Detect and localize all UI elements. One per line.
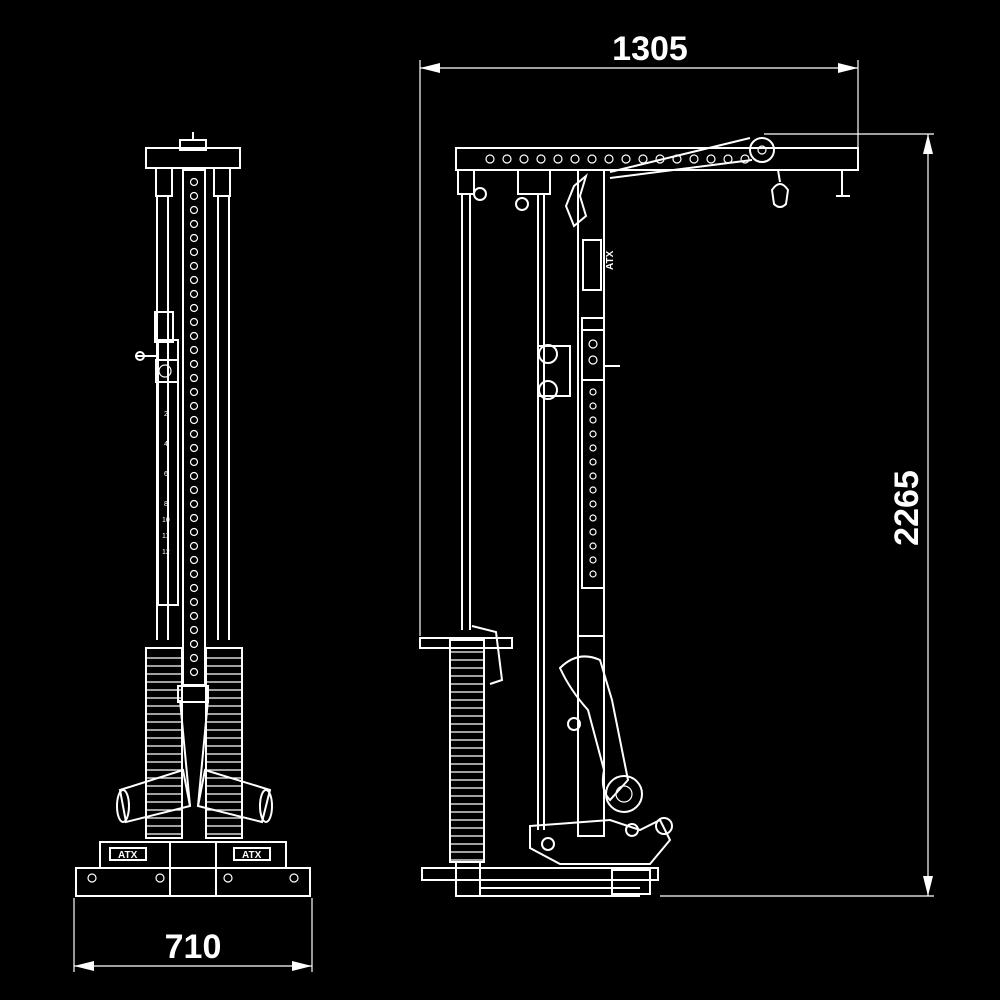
front-view: 2 4 6 8 10 11 12 ATX ATX bbox=[75, 132, 311, 897]
hole bbox=[638, 154, 648, 164]
pin-number: 4 bbox=[164, 441, 168, 448]
hole bbox=[189, 611, 199, 621]
hole bbox=[604, 154, 614, 164]
hole bbox=[589, 514, 597, 522]
hole bbox=[589, 388, 597, 396]
hole bbox=[536, 154, 546, 164]
dimension-label-width-front: 710 bbox=[165, 928, 222, 966]
hole bbox=[189, 205, 199, 215]
dimension-width-front: 710 bbox=[73, 898, 313, 972]
hole bbox=[589, 542, 597, 550]
hole bbox=[189, 387, 199, 397]
hole bbox=[189, 471, 199, 481]
front-logo-right: ATX bbox=[242, 850, 262, 861]
hole bbox=[189, 359, 199, 369]
hole bbox=[189, 247, 199, 257]
hole bbox=[589, 472, 597, 480]
hole bbox=[189, 597, 199, 607]
hole bbox=[189, 541, 199, 551]
hole bbox=[189, 303, 199, 313]
hole bbox=[189, 289, 199, 299]
side-pulley-carriage bbox=[537, 344, 571, 400]
dimension-height: 2265 bbox=[660, 133, 934, 897]
side-upright-holes bbox=[589, 388, 597, 578]
hole bbox=[589, 444, 597, 452]
top-beam-holes bbox=[485, 154, 750, 164]
side-weight-plates bbox=[450, 651, 484, 861]
hole bbox=[589, 430, 597, 438]
hole bbox=[189, 261, 199, 271]
pin-number: 2 bbox=[164, 411, 168, 418]
hole bbox=[189, 233, 199, 243]
hole bbox=[189, 583, 199, 593]
hole bbox=[189, 191, 199, 201]
pin-number: 10 bbox=[162, 517, 170, 524]
hole bbox=[189, 219, 199, 229]
hole bbox=[189, 275, 199, 285]
hole bbox=[519, 154, 529, 164]
hole bbox=[189, 653, 199, 663]
hole bbox=[553, 154, 563, 164]
hole bbox=[189, 667, 199, 677]
hole bbox=[189, 345, 199, 355]
side-logo: ATX bbox=[605, 250, 616, 270]
side-view: ATX bbox=[419, 137, 859, 897]
pin-number: 8 bbox=[164, 501, 168, 508]
pin-number: 12 bbox=[162, 549, 170, 556]
hole bbox=[189, 457, 199, 467]
hole bbox=[589, 570, 597, 578]
hole bbox=[589, 458, 597, 466]
hole bbox=[587, 154, 597, 164]
hole bbox=[189, 485, 199, 495]
hole bbox=[589, 556, 597, 564]
front-column-holes bbox=[189, 177, 199, 677]
hole bbox=[189, 569, 199, 579]
hole bbox=[570, 154, 580, 164]
hole bbox=[589, 402, 597, 410]
hole bbox=[740, 154, 750, 164]
pin-number: 11 bbox=[162, 533, 169, 540]
hole bbox=[189, 373, 199, 383]
dimension-label-width-side: 1305 bbox=[612, 30, 688, 68]
dimension-label-height: 2265 bbox=[888, 470, 926, 546]
hole bbox=[589, 528, 597, 536]
hole bbox=[189, 499, 199, 509]
hole bbox=[589, 486, 597, 494]
front-logo-left: ATX bbox=[118, 850, 138, 861]
hole bbox=[189, 639, 199, 649]
hole bbox=[589, 500, 597, 508]
hole bbox=[189, 555, 199, 565]
front-weight-plates bbox=[146, 657, 242, 835]
hole bbox=[485, 154, 495, 164]
hole bbox=[502, 154, 512, 164]
hole bbox=[621, 154, 631, 164]
hole bbox=[189, 443, 199, 453]
hole bbox=[706, 154, 716, 164]
hole bbox=[189, 317, 199, 327]
hole bbox=[189, 429, 199, 439]
hole bbox=[189, 527, 199, 537]
hole bbox=[189, 401, 199, 411]
hole bbox=[189, 177, 199, 187]
dimension-width-side: 1305 bbox=[419, 30, 859, 636]
pin-number-labels: 2 4 6 8 10 11 12 bbox=[162, 411, 170, 556]
hole bbox=[589, 416, 597, 424]
side-upright-logo: ATX bbox=[582, 239, 616, 291]
hole bbox=[189, 331, 199, 341]
hole bbox=[689, 154, 699, 164]
hole bbox=[189, 415, 199, 425]
pin-number: 6 bbox=[164, 471, 168, 478]
front-leg-rollers bbox=[116, 699, 273, 824]
hole bbox=[189, 625, 199, 635]
hole bbox=[189, 513, 199, 523]
